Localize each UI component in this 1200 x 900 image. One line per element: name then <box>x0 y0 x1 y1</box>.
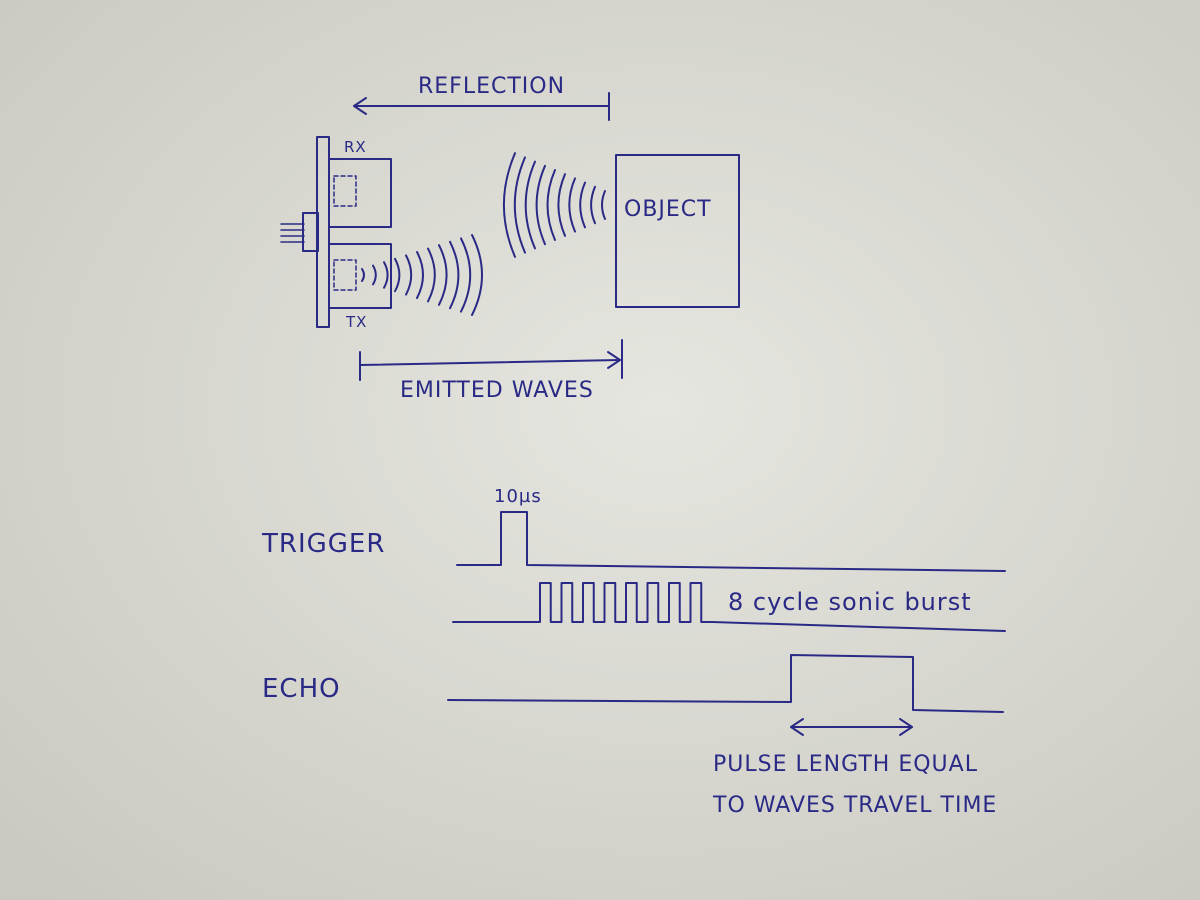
pulse-length-arrow <box>790 718 913 736</box>
emitted-wave-arc <box>383 261 389 289</box>
sonic-burst-label: 8 cycle sonic burst <box>728 588 972 616</box>
ultrasonic-sensor <box>280 136 392 328</box>
tx-transducer-inner <box>333 259 357 291</box>
rx-label: RX <box>344 138 367 156</box>
trigger-label: TRIGGER <box>261 529 385 559</box>
reflected-wave-arc <box>579 181 586 229</box>
reflected-wave-arc <box>557 173 566 237</box>
emitted-sound-waves <box>361 234 483 316</box>
rx-transducer-inner <box>333 175 357 207</box>
reflected-wave-arc <box>601 190 606 220</box>
emitted-wave-arc <box>405 254 413 296</box>
emitted-wave-arc <box>427 247 436 303</box>
emitted-wave-arc <box>449 240 460 310</box>
reflected-wave-arc <box>546 169 556 241</box>
echo-signal <box>447 654 1004 713</box>
emitted-waves-label: EMITTED WAVES <box>400 378 594 403</box>
reflected-wave-arc <box>590 185 596 225</box>
object-label: OBJECT <box>624 197 712 222</box>
reflected-wave-arc <box>513 156 526 254</box>
reflected-wave-arc <box>568 177 576 233</box>
echo-label: ECHO <box>262 674 341 704</box>
object-box <box>615 154 740 308</box>
reflection-arrow <box>353 92 610 121</box>
reflection-label: REFLECTION <box>418 74 565 99</box>
emitted-wave-arc <box>471 234 483 316</box>
reflected-wave-arc <box>535 164 546 246</box>
emitted-wave-arc <box>438 244 448 306</box>
tx-transducer <box>328 243 392 309</box>
emitted-waves-arrow <box>359 339 623 381</box>
reflected-sound-waves <box>502 152 606 258</box>
pulse-note-line-2: TO WAVES TRAVEL TIME <box>712 793 997 818</box>
reflected-wave-arc <box>524 160 536 250</box>
trigger-signal <box>456 511 1006 572</box>
emitted-wave-arc <box>394 257 401 293</box>
emitted-wave-arc <box>460 237 472 313</box>
pulse-note-line-1: PULSE LENGTH EQUAL <box>713 752 978 777</box>
sensor-pins <box>280 223 305 243</box>
emitted-wave-arc <box>372 264 377 286</box>
sensor-connector <box>302 212 319 252</box>
trigger-pulse-width-label: 10µs <box>494 486 542 507</box>
emitted-wave-arc <box>416 251 424 299</box>
rx-transducer <box>328 158 392 228</box>
sonic-burst-signal <box>452 582 1006 632</box>
emitted-wave-arc <box>361 268 365 282</box>
reflected-wave-arc <box>502 152 516 258</box>
tx-label: TX <box>345 313 367 331</box>
